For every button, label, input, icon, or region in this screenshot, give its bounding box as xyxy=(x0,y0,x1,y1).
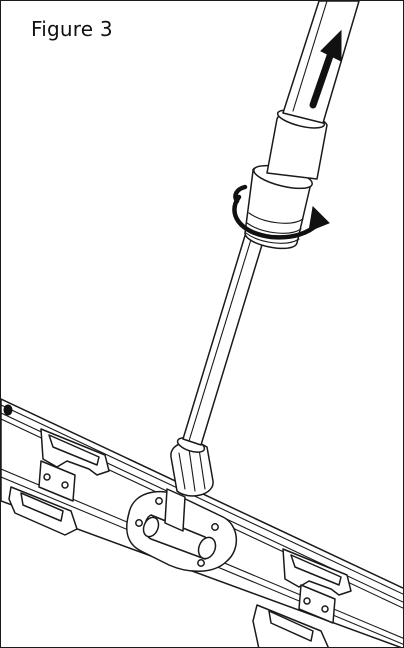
rotate-arrow-icon xyxy=(232,184,330,240)
swivel-knob xyxy=(170,437,214,497)
knob-grip-line xyxy=(188,448,196,492)
hinge-pin xyxy=(321,605,329,613)
slide-mount-left xyxy=(8,428,110,536)
lower-pole-shaft xyxy=(182,228,266,446)
collar-ring-line xyxy=(245,232,300,244)
base-screw-hole xyxy=(155,497,163,505)
base-screw-hole xyxy=(197,559,205,567)
hinge-pin xyxy=(303,597,311,605)
rail-edge-line xyxy=(1,404,403,595)
mount-top-slot xyxy=(290,554,342,586)
mount-hinge xyxy=(298,584,336,624)
pole-highlight xyxy=(188,232,254,442)
arrow-up-head xyxy=(320,29,342,62)
base-plate xyxy=(126,488,237,572)
socket-crossbar-end xyxy=(197,536,217,560)
knob-grip-line xyxy=(198,448,206,490)
rail-end-cap xyxy=(3,404,13,416)
base-screw-hole xyxy=(135,519,143,527)
hinge-pin xyxy=(61,481,69,489)
mount-bottom-slot xyxy=(20,492,64,522)
base-screw-hole xyxy=(211,523,219,531)
collar-ring-line xyxy=(246,222,302,234)
hinge-pin xyxy=(43,473,51,481)
swivel-neck xyxy=(164,488,186,532)
mount-bottom-slot xyxy=(268,610,314,642)
arrow-up-icon xyxy=(309,29,342,109)
mount-top-slot xyxy=(48,434,100,466)
upper-pole xyxy=(266,1,360,180)
knob-grip-line xyxy=(178,452,186,490)
rotate-arrow-head xyxy=(308,205,330,232)
pole-highlight xyxy=(292,1,328,112)
socket-crossbar-end xyxy=(142,516,160,538)
mount-hinge xyxy=(38,460,76,502)
slide-mount-right xyxy=(252,548,352,647)
figure-label: Figure 3 xyxy=(31,17,113,41)
lower-pole xyxy=(182,228,266,446)
collar-ring-line xyxy=(248,212,304,224)
